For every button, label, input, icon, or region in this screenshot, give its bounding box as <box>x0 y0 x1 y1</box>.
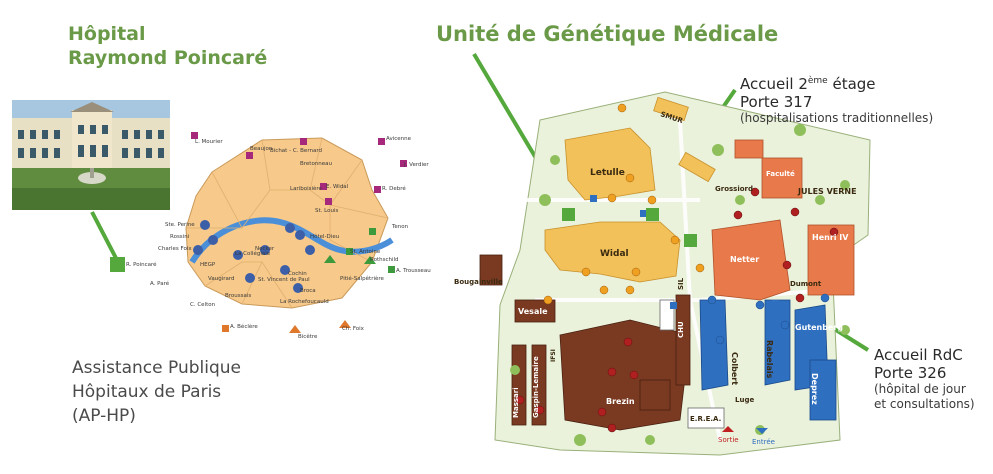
svg-text:La Collégiale: La Collégiale <box>235 250 271 257</box>
svg-text:Widal: Widal <box>600 249 629 259</box>
accueil-floor-title: Accueil 2ème étage <box>740 75 876 93</box>
svg-text:Brezin: Brezin <box>606 397 635 406</box>
svg-text:SIL: SIL <box>677 277 685 290</box>
svg-text:Deprez: Deprez <box>810 373 819 405</box>
svg-text:Faculté: Faculté <box>766 170 795 178</box>
aphp-line3: (AP-HP) <box>72 406 136 426</box>
svg-text:L. Mourier: L. Mourier <box>195 139 223 145</box>
hospital-title-line2: Raymond Poincaré <box>68 47 268 69</box>
svg-text:Rossini: Rossini <box>170 234 190 240</box>
svg-text:Bretonneau: Bretonneau <box>300 161 332 167</box>
svg-text:A. Trousseau: A. Trousseau <box>396 268 431 274</box>
accueil-floor-door: Porte 317 <box>740 93 813 111</box>
svg-text:C. Celton: C. Celton <box>190 302 216 308</box>
svg-text:Pitié-Salpêtrière: Pitié-Salpêtrière <box>340 275 385 282</box>
aphp-line1: Assistance Publique <box>72 358 241 378</box>
svg-text:Grossiord: Grossiord <box>715 185 753 193</box>
svg-text:La Rochefoucauld: La Rochefoucauld <box>280 299 329 305</box>
svg-text:Hôtel-Dieu: Hôtel-Dieu <box>310 233 339 240</box>
svg-text:Bicêtre: Bicêtre <box>298 333 318 340</box>
svg-text:Ste. Perine: Ste. Perine <box>165 222 195 228</box>
accueil-rdc-callout: Accueil RdC Porte 326 (hôpital de jour e… <box>874 346 975 412</box>
svg-text:Rothschild: Rothschild <box>370 257 399 263</box>
svg-text:Lariboisière: Lariboisière <box>290 185 323 192</box>
paris-map: L. Mourier Beaujon Bichat - C. Bernard A… <box>126 132 431 340</box>
svg-text:Massari: Massari <box>512 387 520 418</box>
svg-text:Henri IV: Henri IV <box>812 233 849 242</box>
svg-text:St. Antoine: St. Antoine <box>350 249 381 255</box>
svg-text:J. Verdier: J. Verdier <box>403 162 429 168</box>
svg-text:R. Poincaré: R. Poincaré <box>126 261 157 268</box>
svg-text:E.R.E.A.: E.R.E.A. <box>690 415 721 423</box>
svg-text:Beaujon: Beaujon <box>250 146 273 152</box>
svg-text:Gutenberg: Gutenberg <box>795 323 843 332</box>
accueil-floor-callout: Accueil 2ème étage Porte 317 (hospitalis… <box>740 72 933 126</box>
svg-text:St. Louis: St. Louis <box>315 208 338 214</box>
svg-text:Broussais: Broussais <box>225 293 251 299</box>
svg-text:R. Debré: R. Debré <box>382 185 406 192</box>
accueil-rdc-note2: et consultations) <box>874 397 975 411</box>
svg-text:Bougainville: Bougainville <box>454 278 503 286</box>
svg-text:Ch. Foix: Ch. Foix <box>342 326 365 332</box>
campus-map: Letulle Widal Vesale Bougainville Brezin… <box>454 91 871 456</box>
aphp-label: Assistance Publique Hôpitaux de Paris (A… <box>72 356 241 428</box>
svg-text:HEGP: HEGP <box>200 262 216 268</box>
svg-text:E. Widal: E. Widal <box>326 184 349 190</box>
accueil-rdc-title: Accueil RdC <box>874 346 963 364</box>
svg-text:JULES VERNE: JULES VERNE <box>797 187 857 196</box>
svg-text:Bichat - C. Bernard: Bichat - C. Bernard <box>270 148 322 154</box>
svg-text:Cochin: Cochin <box>288 271 307 277</box>
svg-text:CHU: CHU <box>677 321 685 338</box>
aphp-line2: Hôpitaux de Paris <box>72 382 222 402</box>
svg-text:Netter: Netter <box>730 255 759 264</box>
svg-text:St. Vincent de Paul: St. Vincent de Paul <box>258 277 310 283</box>
svg-text:Colbert: Colbert <box>730 352 739 385</box>
svg-text:Tenon: Tenon <box>391 224 409 230</box>
svg-text:Entrée: Entrée <box>752 438 775 446</box>
svg-text:Broca: Broca <box>300 288 316 294</box>
svg-text:Sortie: Sortie <box>718 436 739 444</box>
svg-text:Charles Foix: Charles Foix <box>158 246 192 252</box>
svg-text:Rabelais: Rabelais <box>765 340 774 379</box>
unit-title: Unité de Génétique Médicale <box>436 22 779 46</box>
accueil-rdc-note1: (hôpital de jour <box>874 382 966 396</box>
svg-text:A. Béclère: A. Béclère <box>230 323 258 330</box>
accueil-floor-note: (hospitalisations traditionnelles) <box>740 111 934 125</box>
svg-text:Gaspin-Lemaire: Gaspin-Lemaire <box>532 356 540 418</box>
hospital-title-line1: Hôpital <box>68 23 146 45</box>
svg-text:Vaugirard: Vaugirard <box>208 276 235 282</box>
hospital-photo <box>12 100 170 210</box>
hospital-title: Hôpital Raymond Poincaré <box>68 22 267 70</box>
svg-text:Luge: Luge <box>735 396 754 404</box>
svg-text:Avicenne: Avicenne <box>386 136 412 142</box>
svg-text:A. Paré: A. Paré <box>150 280 170 287</box>
svg-text:Necker: Necker <box>255 246 275 252</box>
svg-text:Dumont: Dumont <box>790 280 822 288</box>
poincare-location-pin <box>110 257 125 272</box>
svg-text:IFSI: IFSI <box>550 349 557 362</box>
svg-text:Vesale: Vesale <box>518 307 548 316</box>
accueil-rdc-door: Porte 326 <box>874 364 947 382</box>
svg-text:Letulle: Letulle <box>590 168 625 178</box>
